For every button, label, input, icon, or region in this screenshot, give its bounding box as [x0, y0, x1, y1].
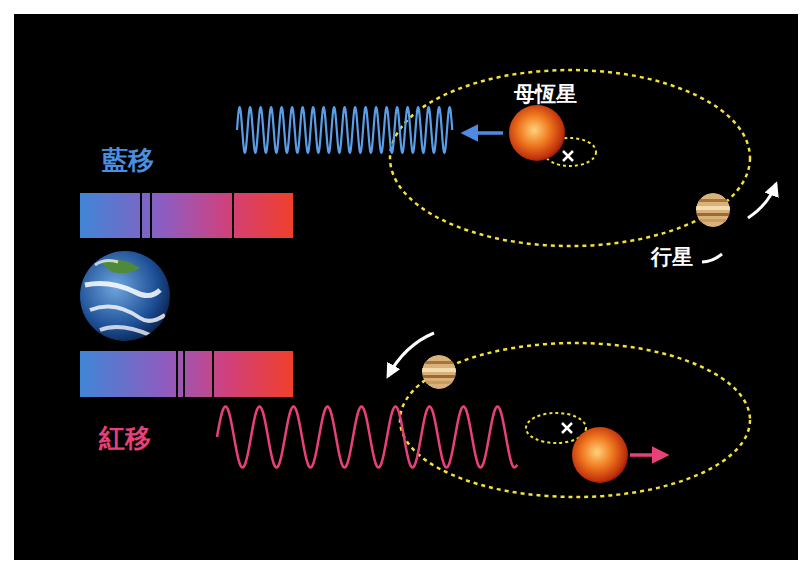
redshift-label: 紅移 [99, 424, 151, 453]
star-label: 母恆星 [514, 83, 577, 106]
bottom-system [388, 333, 750, 497]
planet-label: 行星 [651, 246, 693, 269]
earth [80, 251, 170, 341]
top-system [390, 70, 776, 262]
redshift-wave [217, 406, 517, 467]
background-panel [14, 14, 798, 560]
blueshift-wave [237, 107, 452, 153]
spectrum-blueshift [80, 193, 293, 238]
light-waves [217, 107, 517, 467]
blueshift-label: 藍移 [102, 146, 154, 175]
spectrum-redshift [80, 351, 293, 397]
